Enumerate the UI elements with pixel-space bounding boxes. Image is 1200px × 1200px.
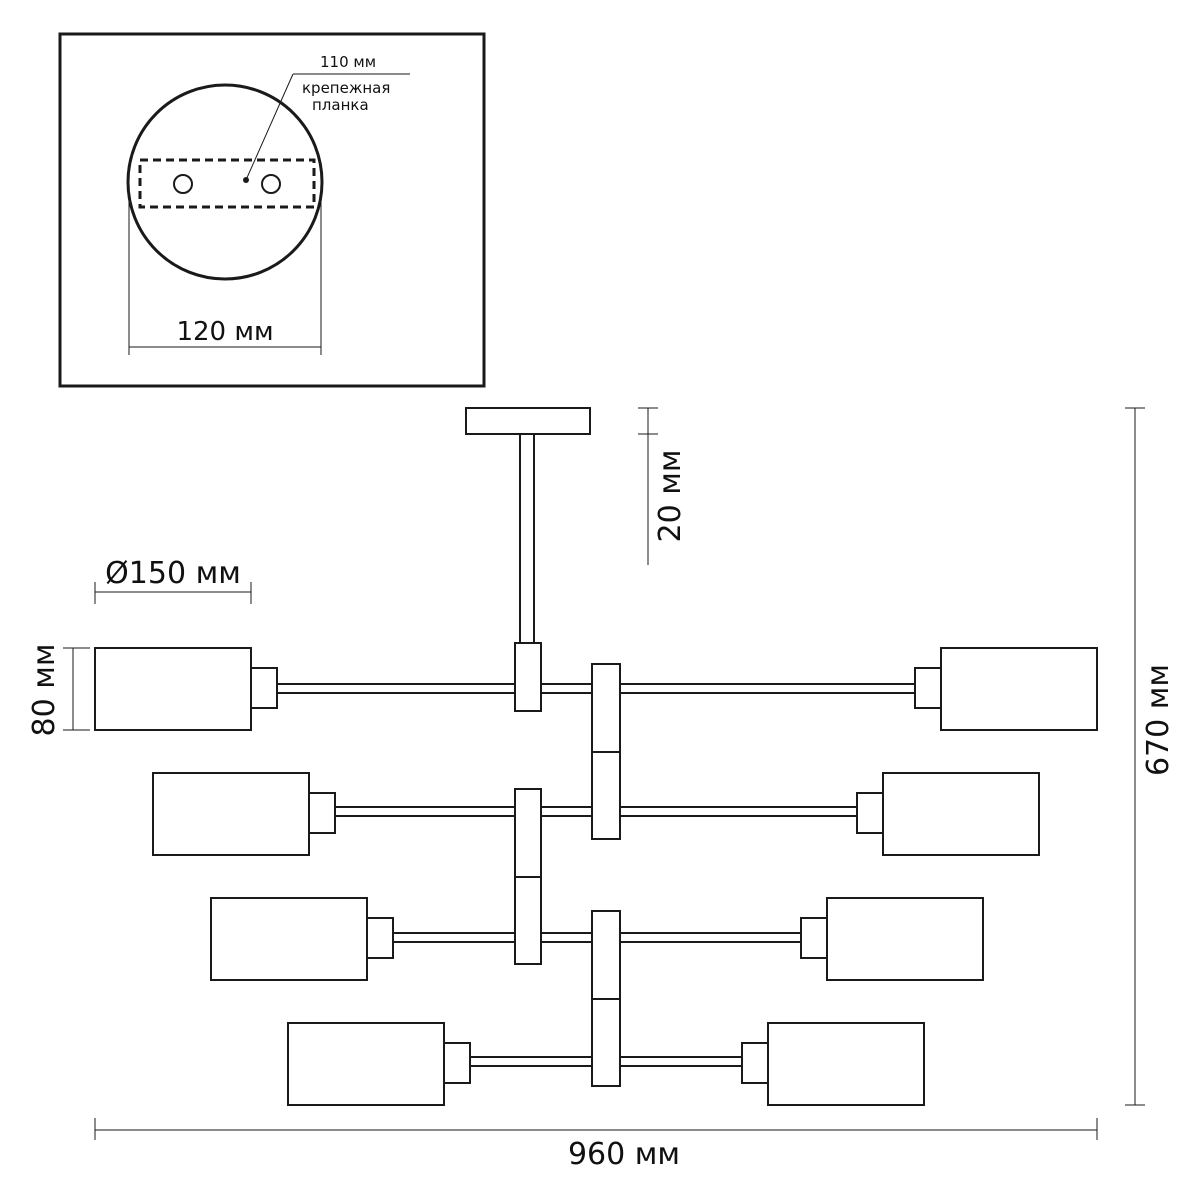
- shade-t1-left: [94, 647, 252, 731]
- socket-t3-left: [366, 917, 394, 959]
- socket-t1-right: [914, 667, 942, 709]
- leader-line: [245, 73, 294, 181]
- shade-height-label: 80 мм: [27, 644, 62, 737]
- connector-top: [514, 642, 542, 712]
- socket-t3-right: [800, 917, 828, 959]
- shade-diameter-label: Ø150 мм: [105, 556, 241, 591]
- canopy-base-circle: [126, 83, 324, 281]
- mounting-plate-outline: [138, 158, 316, 209]
- mount-detail-inset: 110 мм крепежная планка 120 мм: [58, 32, 486, 388]
- plate-label-line2: планка: [312, 96, 369, 114]
- shade-t2-right: [882, 772, 1040, 856]
- base-diameter-label: 120 мм: [176, 317, 273, 347]
- shade-t1-right: [940, 647, 1098, 731]
- plate-width-label: 110 мм: [320, 53, 376, 71]
- canopy: [465, 407, 591, 435]
- plate-label-line1: крепежная: [302, 79, 390, 97]
- socket-t2-left: [308, 792, 336, 834]
- socket-t1-left: [250, 667, 278, 709]
- shade-t4-left: [287, 1022, 445, 1106]
- socket-t4-left: [443, 1042, 471, 1084]
- shade-t3-right: [826, 897, 984, 981]
- shade-t3-left: [210, 897, 368, 981]
- suspension-rod: [519, 433, 535, 645]
- total-height-label: 670 мм: [1141, 664, 1176, 776]
- shade-t4-right: [767, 1022, 925, 1106]
- chandelier: [94, 407, 1098, 1106]
- dimension-lines: [63, 407, 1145, 1140]
- mounting-hole-left: [173, 174, 193, 194]
- socket-t4-right: [741, 1042, 769, 1084]
- shade-t2-left: [152, 772, 310, 856]
- mounting-hole-right: [261, 174, 281, 194]
- canopy-height-label: 20 мм: [653, 450, 688, 543]
- total-width-label: 960 мм: [568, 1137, 680, 1172]
- socket-t2-right: [856, 792, 884, 834]
- inset-frame: [58, 32, 486, 388]
